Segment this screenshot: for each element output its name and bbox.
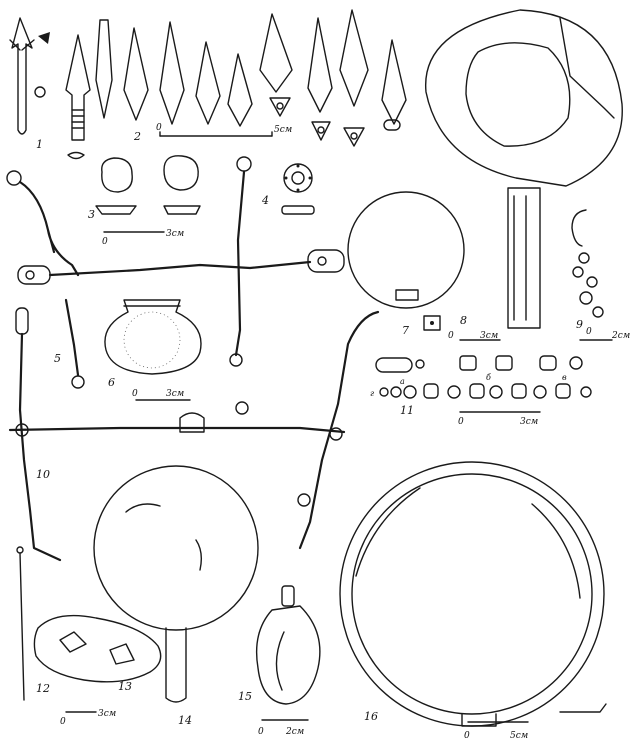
scale-3-label: 3см bbox=[166, 229, 184, 239]
artifact-12-pin bbox=[16, 546, 25, 701]
label-15: 15 bbox=[238, 690, 252, 703]
artifact-6-pot bbox=[104, 299, 202, 401]
artifact-1-arrowheads bbox=[9, 17, 91, 160]
label-8: 8 bbox=[460, 314, 467, 327]
figure-numbers: 1 2 3 4 5 6 7 8 9 10 11 12 13 14 15 16 bbox=[36, 130, 583, 727]
scale-2-zero: 0 bbox=[156, 123, 162, 133]
label-6: 6 bbox=[108, 376, 115, 389]
label-2: 2 bbox=[133, 130, 141, 143]
artifact-14-handled-mirror bbox=[93, 465, 259, 703]
label-10: 10 bbox=[36, 468, 50, 481]
scale-16-label: 5см bbox=[510, 731, 528, 741]
bead-label-b: б bbox=[486, 373, 491, 382]
label-13: 13 bbox=[118, 680, 132, 693]
scale-6-zero: 0 bbox=[132, 389, 138, 399]
label-7: 7 bbox=[402, 324, 409, 337]
artifact-8-mirror bbox=[347, 187, 541, 341]
scale-15-label: 2см bbox=[285, 727, 304, 737]
scale-8-zero: 0 bbox=[448, 331, 454, 341]
artifact-5-horse-bit bbox=[6, 156, 345, 389]
scale-11-label: 3см bbox=[520, 417, 538, 427]
artifact-2-arrowheads bbox=[95, 9, 407, 147]
scale-2-label: 5см bbox=[274, 125, 292, 135]
scale-9-label: 2см bbox=[611, 331, 630, 341]
label-3: 3 bbox=[88, 208, 95, 221]
scale-16-zero: 0 bbox=[464, 731, 470, 741]
scale-3-zero: 0 bbox=[102, 237, 108, 247]
artifact-mirror-top bbox=[425, 9, 623, 187]
label-1: 1 bbox=[36, 138, 43, 151]
artifact-7-plaque bbox=[423, 315, 441, 331]
label-14: 14 bbox=[178, 714, 192, 727]
artifact-9-earring bbox=[571, 209, 613, 341]
scale-8-label: 3см bbox=[480, 331, 498, 341]
bead-label-g: г bbox=[370, 389, 374, 398]
scale-13-zero: 0 bbox=[60, 717, 66, 727]
bead-label-a: а bbox=[400, 377, 405, 386]
label-4: 4 bbox=[261, 194, 269, 207]
artifact-10-horse-bit bbox=[8, 307, 380, 562]
scale-15-zero: 0 bbox=[258, 727, 264, 737]
scale-9-zero: 0 bbox=[586, 327, 592, 337]
scale-13-label: 3см bbox=[98, 709, 116, 719]
label-5: 5 bbox=[54, 352, 61, 365]
artifact-15-pendant bbox=[255, 585, 321, 721]
label-12: 12 bbox=[36, 682, 50, 695]
label-16: 16 bbox=[364, 710, 378, 723]
bead-label-v: в bbox=[562, 373, 567, 382]
label-11: 11 bbox=[400, 404, 414, 417]
artifact-4-rosette bbox=[281, 163, 315, 215]
artifact-13-stone bbox=[33, 614, 162, 713]
artifact-11-beads bbox=[375, 355, 592, 413]
bead-sub-labels: а б в г bbox=[370, 373, 567, 398]
scale-6-label: 3см bbox=[166, 389, 184, 399]
artifact-16-mirror bbox=[339, 461, 607, 727]
scale-11-zero: 0 bbox=[458, 417, 464, 427]
artifact-3-plaques bbox=[95, 155, 201, 233]
scale-labels: 0 5см 0 3см 0 3см 0 3см 0 2см 0 3см 0 3с… bbox=[60, 123, 630, 741]
label-9: 9 bbox=[576, 318, 583, 331]
